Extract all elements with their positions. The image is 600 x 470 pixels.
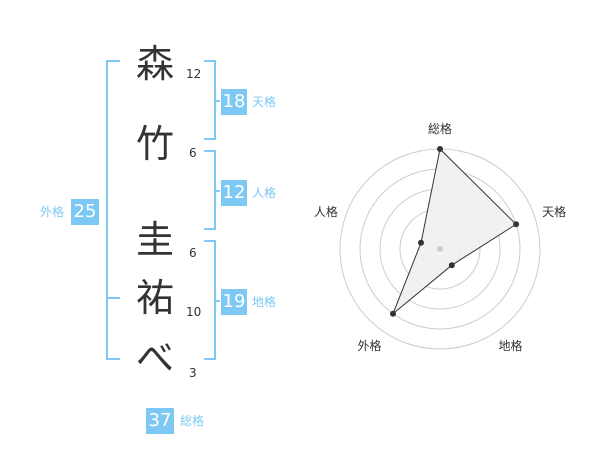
gaikaku-bracket [106,60,120,360]
gaikaku-badge: 25 [71,199,99,225]
radar-center-dot [437,246,443,252]
tenkaku-badge: 18 [221,89,247,115]
radar-axis-label-総格: 総格 [428,121,452,136]
radar-polygon [392,147,517,315]
stroke-count-5: 3 [189,366,197,380]
radar-point-天格 [513,221,520,228]
radar-point-人格 [418,239,424,246]
name-char-1: 森 [135,42,174,86]
radar-axis-label-外格: 外格 [357,338,381,353]
name-char-2: 竹 [135,122,174,166]
soukaku-badge: 37 [146,408,174,434]
radar-point-総格 [437,146,443,152]
jinkaku-label: 人格 [252,186,277,200]
radar-axis-label-天格: 天格 [542,204,566,219]
chikaku-tick [214,300,220,302]
chikaku-badge: 19 [221,289,247,315]
soukaku-label: 総格 [180,414,205,428]
radar-point-地格 [448,262,455,269]
jinkaku-badge: 12 [221,180,247,206]
tenkaku-tick [214,100,220,102]
name-char-4: 祐 [135,276,174,320]
gaikaku-divider-tick [106,297,120,299]
tenkaku-label: 天格 [252,95,277,109]
stroke-count-3: 6 [189,246,197,260]
radar-point-外格 [390,310,396,317]
name-char-3: 圭 [135,218,174,262]
radar-axis-label-地格: 地格 [498,338,522,353]
stroke-count-1: 12 [186,67,202,81]
stroke-count-4: 10 [186,305,202,319]
jinkaku-tick [214,190,220,192]
chikaku-label: 地格 [252,295,277,309]
gaikaku-label: 外格 [40,205,65,219]
stroke-count-2: 6 [189,146,197,160]
name-char-5: べ [135,336,174,380]
radar-axis-label-人格: 人格 [314,204,338,219]
